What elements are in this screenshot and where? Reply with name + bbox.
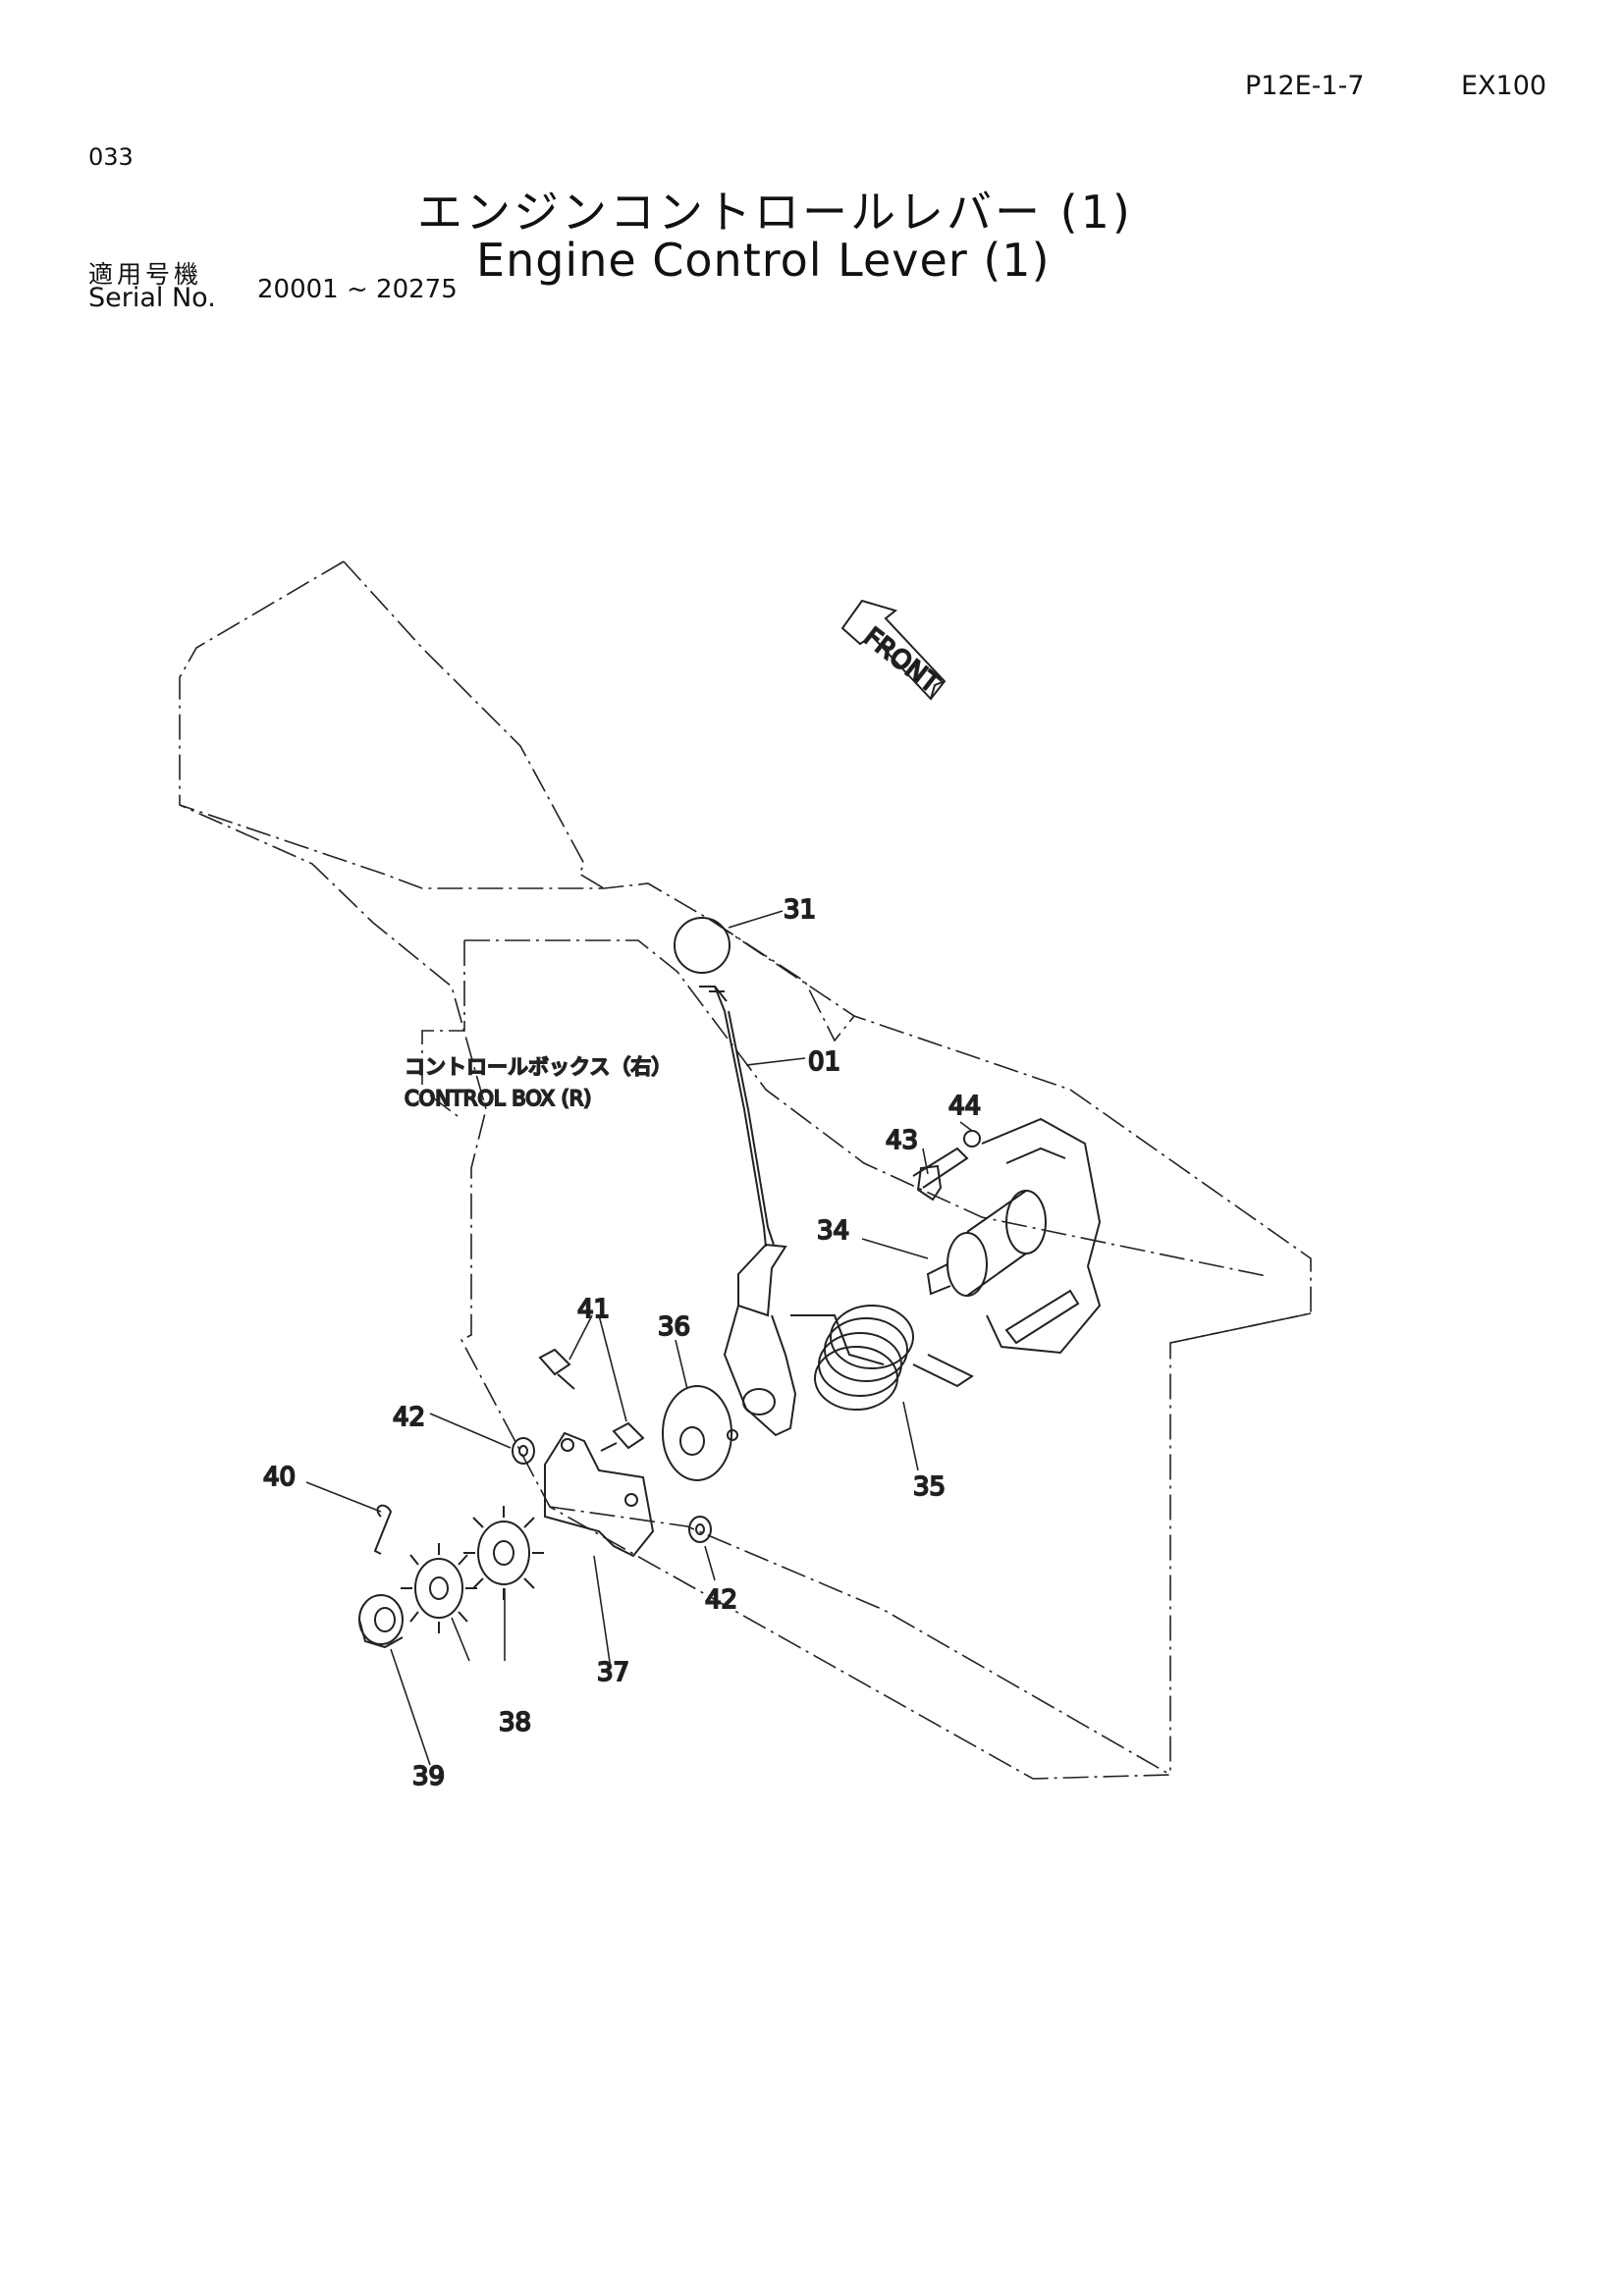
part-39-nut (358, 1594, 404, 1649)
callout-36: 36 (658, 1312, 690, 1342)
control-box-outline (179, 561, 1312, 1780)
page-title-en: Engine Control Lever (1) (476, 234, 1051, 287)
part-37-plate (544, 1431, 655, 1558)
callout-44: 44 (948, 1092, 981, 1121)
leader-lines (305, 910, 973, 1766)
part-42-nuts (512, 1437, 712, 1543)
page-title-jp: エンジンコントロールレバー (1) (417, 186, 1133, 239)
doc-number: 033 (88, 143, 134, 171)
control-box-label-jp: コントロールボックス（右） (405, 1055, 672, 1079)
callout-41: 41 (577, 1295, 610, 1324)
part-01-lever (699, 986, 797, 1441)
page-code: P12E-1-7 (1245, 71, 1365, 101)
callout-40: 40 (263, 1463, 296, 1492)
callout-43: 43 (886, 1126, 918, 1155)
part-40-pin (373, 1504, 393, 1555)
part-38-star-washers (401, 1506, 544, 1633)
serial-label-jp: 適用号機 (88, 260, 203, 289)
part-31-knob (674, 917, 730, 974)
front-arrow-icon (840, 599, 947, 701)
model-label: EX100 (1461, 71, 1547, 101)
callout-42a: 42 (393, 1403, 425, 1432)
callout-35: 35 (913, 1472, 946, 1502)
callout-31: 31 (784, 895, 816, 925)
part-43-bolt (912, 1147, 969, 1201)
callout-42b: 42 (705, 1585, 737, 1615)
serial-label-en: Serial No. (88, 283, 216, 313)
part-34-bracket (926, 1117, 1102, 1355)
callout-37: 37 (597, 1658, 629, 1687)
control-box-label-en: CONTROL BOX (R) (405, 1087, 592, 1110)
callout-01: 01 (808, 1047, 840, 1077)
callout-39: 39 (412, 1762, 445, 1791)
callout-38: 38 (499, 1708, 531, 1737)
serial-range: 20001 ~ 20275 (257, 275, 458, 304)
part-41-screws (538, 1348, 645, 1452)
part-36-washer (662, 1385, 732, 1481)
part-35-spring (790, 1305, 975, 1411)
part-44-washer (963, 1130, 981, 1148)
callout-34: 34 (817, 1216, 849, 1246)
